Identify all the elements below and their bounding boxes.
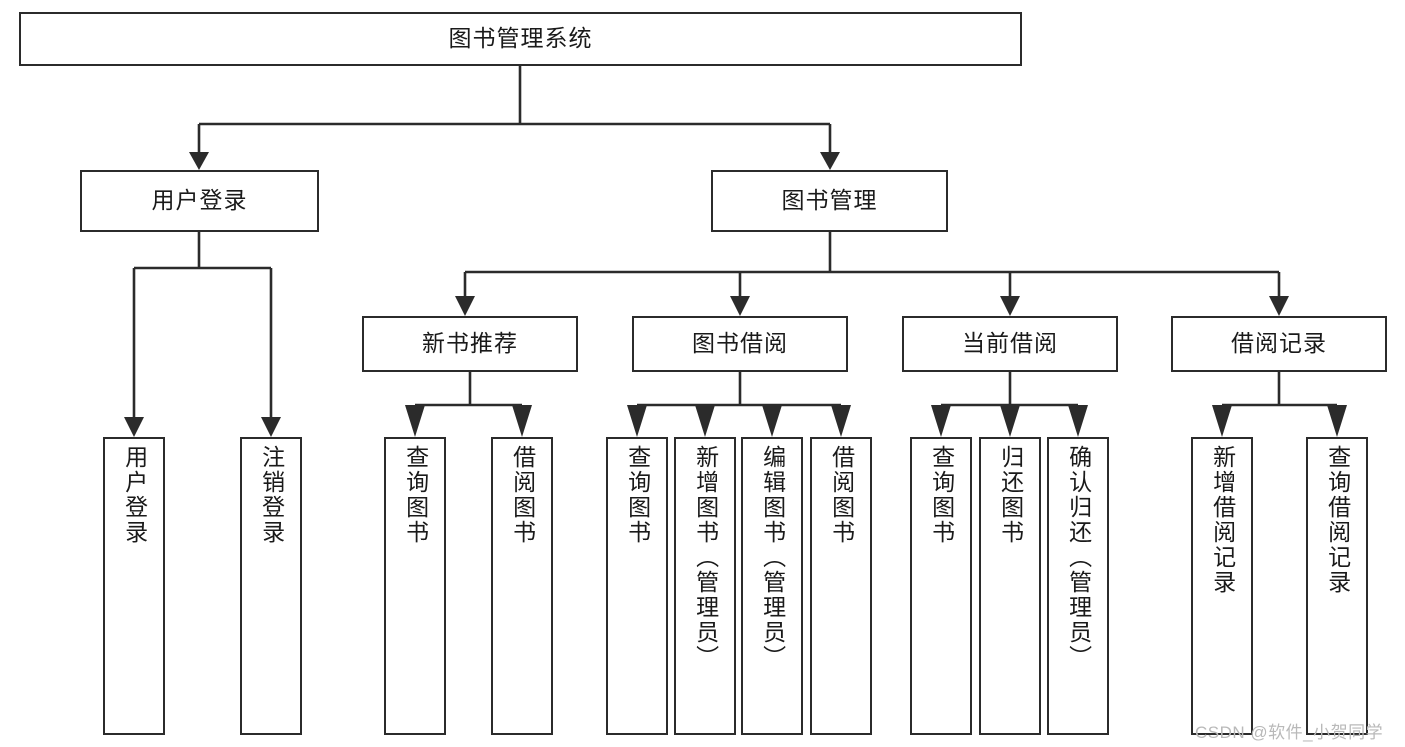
arrowhead-leaf-2 <box>261 417 281 437</box>
node-user-login-label: 用户登录 <box>151 187 248 214</box>
node-book-borrow[interactable]: 图书借阅 <box>632 316 848 372</box>
leaf-edit-book-admin-label: 编辑图书（管理员） <box>759 445 786 670</box>
arrowhead-leaf-6 <box>695 405 715 437</box>
arrowhead-leaf-9 <box>931 405 951 437</box>
node-new-book-recommend[interactable]: 新书推荐 <box>362 316 578 372</box>
arrowhead-leaf-3 <box>405 405 425 437</box>
leaf-add-book-admin[interactable]: 新增图书（管理员） <box>674 437 736 735</box>
arrowhead-borrow <box>730 296 750 316</box>
node-borrow-record-label: 借阅记录 <box>1231 330 1327 357</box>
leaf-return-book-label: 归还图书 <box>997 445 1024 545</box>
arrowhead-leaf-7 <box>762 405 782 437</box>
leaf-query-record-label: 查询借阅记录 <box>1324 445 1351 595</box>
arrowhead-leaf-1 <box>124 417 144 437</box>
arrowhead-user-login <box>189 152 209 170</box>
node-book-manage[interactable]: 图书管理 <box>711 170 948 232</box>
arrowhead-leaf-12 <box>1212 405 1232 437</box>
node-book-borrow-label: 图书借阅 <box>692 330 788 357</box>
leaf-query-record[interactable]: 查询借阅记录 <box>1306 437 1368 735</box>
node-root[interactable]: 图书管理系统 <box>19 12 1022 66</box>
leaf-query-book-1[interactable]: 查询图书 <box>384 437 446 735</box>
leaf-logout[interactable]: 注销登录 <box>240 437 302 735</box>
leaf-add-record[interactable]: 新增借阅记录 <box>1191 437 1253 735</box>
arrowhead-leaf-8 <box>831 405 851 437</box>
leaf-query-book-1-label: 查询图书 <box>402 445 429 545</box>
leaf-query-book-3[interactable]: 查询图书 <box>910 437 972 735</box>
leaf-borrow-book-1-label: 借阅图书 <box>509 445 536 545</box>
arrowhead-leaf-4 <box>512 405 532 437</box>
leaf-borrow-book-2[interactable]: 借阅图书 <box>810 437 872 735</box>
leaf-borrow-book-1[interactable]: 借阅图书 <box>491 437 553 735</box>
leaf-query-book-3-label: 查询图书 <box>928 445 955 545</box>
arrowhead-leaf-13 <box>1327 405 1347 437</box>
leaf-confirm-return-admin-label: 确认归还（管理员） <box>1065 445 1092 670</box>
arrowhead-book-manage <box>820 152 840 170</box>
node-current-borrow[interactable]: 当前借阅 <box>902 316 1118 372</box>
leaf-add-record-label: 新增借阅记录 <box>1209 445 1236 595</box>
leaf-query-book-2[interactable]: 查询图书 <box>606 437 668 735</box>
arrowheads <box>124 152 1347 437</box>
arrowhead-current <box>1000 296 1020 316</box>
leaf-user-login[interactable]: 用户登录 <box>103 437 165 735</box>
node-user-login[interactable]: 用户登录 <box>80 170 319 232</box>
arrowhead-newbook <box>455 296 475 316</box>
node-root-label: 图书管理系统 <box>448 25 593 52</box>
node-book-manage-label: 图书管理 <box>781 187 878 214</box>
arrowhead-leaf-10 <box>1000 405 1020 437</box>
arrowhead-leaf-11 <box>1068 405 1088 437</box>
leaf-borrow-book-2-label: 借阅图书 <box>828 445 855 545</box>
csdn-watermark: CSDN @软件_小贺同学 <box>1195 723 1384 742</box>
leaf-add-book-admin-label: 新增图书（管理员） <box>692 445 719 670</box>
arrowhead-leaf-5 <box>627 405 647 437</box>
node-current-borrow-label: 当前借阅 <box>962 330 1058 357</box>
arrowhead-record <box>1269 296 1289 316</box>
leaf-query-book-2-label: 查询图书 <box>624 445 651 545</box>
leaf-logout-label: 注销登录 <box>258 445 285 545</box>
leaf-return-book[interactable]: 归还图书 <box>979 437 1041 735</box>
node-borrow-record[interactable]: 借阅记录 <box>1171 316 1387 372</box>
node-new-book-recommend-label: 新书推荐 <box>422 330 518 357</box>
leaf-user-login-label: 用户登录 <box>121 445 148 545</box>
leaf-confirm-return-admin[interactable]: 确认归还（管理员） <box>1047 437 1109 735</box>
leaf-edit-book-admin[interactable]: 编辑图书（管理员） <box>741 437 803 735</box>
